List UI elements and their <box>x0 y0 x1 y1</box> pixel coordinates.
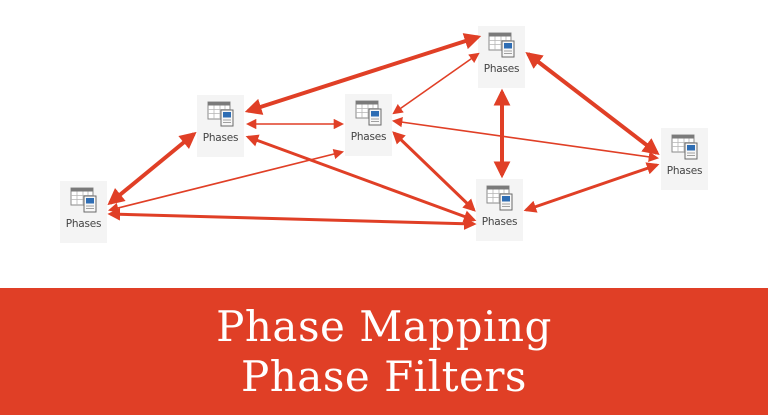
banner-title-line-2: Phase Filters <box>241 351 527 401</box>
phase-node[interactable]: Phases <box>197 95 244 157</box>
table-form-icon <box>488 32 514 58</box>
table-form-icon <box>486 185 512 211</box>
arrow-n4-n6 <box>525 51 660 156</box>
node-label: Phases <box>666 165 703 177</box>
phase-node[interactable]: Phases <box>661 128 708 190</box>
title-banner: Phase Mapping Phase Filters <box>0 288 768 415</box>
banner-title-line-1: Phase Mapping <box>216 301 552 351</box>
node-label: Phases <box>481 216 518 228</box>
table-form-icon <box>70 187 96 213</box>
arrow-n5-n6 <box>523 162 660 213</box>
phase-node[interactable]: Phases <box>476 179 523 241</box>
arrow-n3-n4 <box>392 52 480 115</box>
arrow-n3-n6 <box>391 117 660 162</box>
node-label: Phases <box>65 218 102 230</box>
arrow-n2-n3 <box>107 148 345 214</box>
table-form-icon <box>207 101 233 127</box>
arrows-layer <box>107 33 660 231</box>
arrow-n2-n5 <box>107 207 477 231</box>
phase-node[interactable]: Phases <box>60 181 107 243</box>
node-label: Phases <box>483 63 520 75</box>
arrow-n1-n4 <box>244 33 482 115</box>
table-form-icon <box>671 134 697 160</box>
arrow-n3-n5 <box>392 131 476 212</box>
node-label: Phases <box>202 132 239 144</box>
phase-node[interactable]: Phases <box>478 26 525 88</box>
phase-diagram: Phases Phases <box>60 26 708 243</box>
